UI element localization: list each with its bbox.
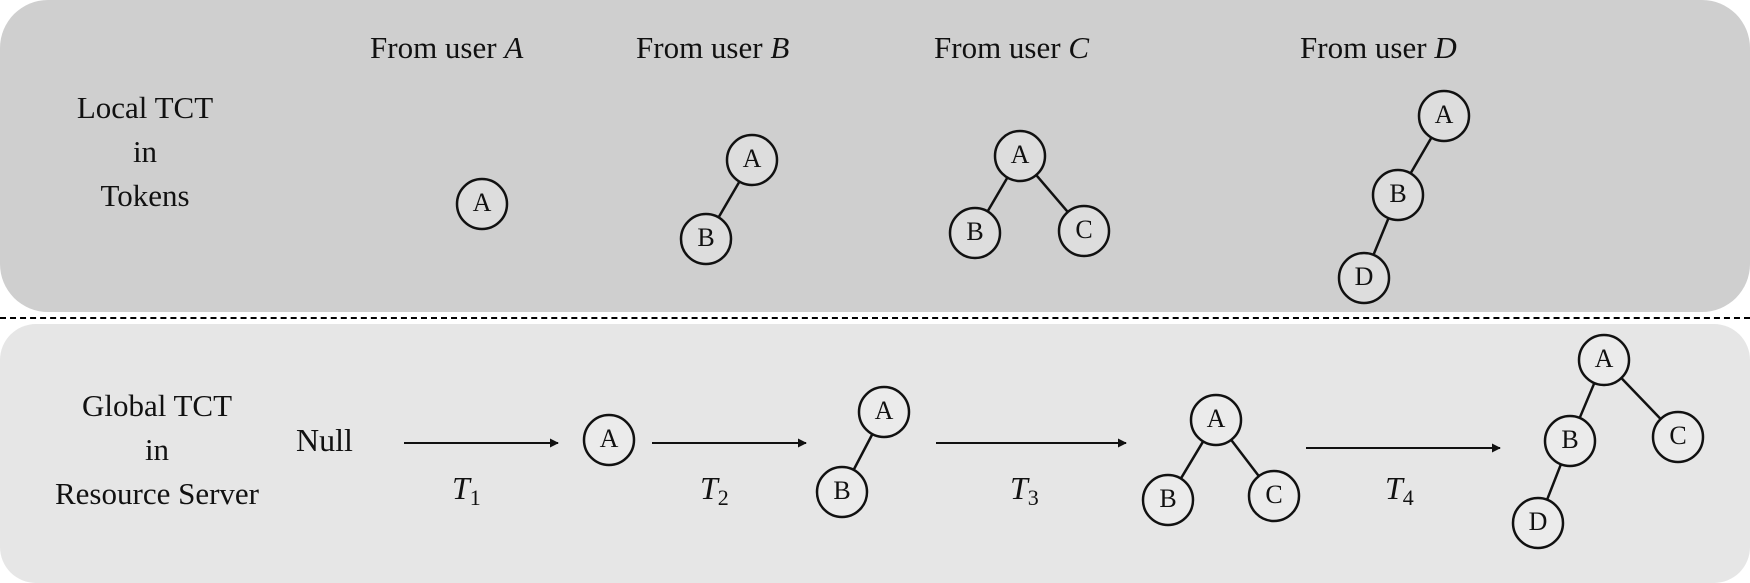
tree-edge-a-c [1035,174,1069,213]
local-row-label-line-2: in [132,134,158,169]
tree-node-b [1371,168,1425,222]
tree-node-a [1417,89,1471,143]
null-start-label: Null [296,422,353,458]
local-tree-b: AB [679,133,779,266]
tree-edge-a-b [986,176,1009,213]
transition-label-2: T2 [700,470,729,510]
tree-node-a [582,413,636,467]
tree-edge-a-c [1230,439,1260,477]
tree-edge-a-c [1620,377,1662,420]
local-tree-d: A B D [1337,89,1471,305]
dashed-divider [0,317,1750,319]
tree-edge-a-b [717,180,741,219]
global-row-label-line-1: Global TCT [81,388,233,423]
tree-node-label-d: D [1529,507,1548,536]
local-tree-a: A [455,177,509,231]
tree-node-a [1577,333,1631,387]
tree-node-label-b: B [1561,425,1578,454]
tree-node-label-a: A [743,144,762,173]
tree-node-b [1141,473,1195,527]
tree-node-label-c: C [1265,480,1282,509]
tree-node-label-a: A [1595,344,1614,373]
tree-node-label-b: B [697,223,714,252]
tree-node-label-b: B [1389,179,1406,208]
tree-node-label-d: D [1355,262,1374,291]
tree-edge-a-b [1179,440,1205,480]
global-tree-2: AB [815,385,911,519]
tree-node-b [815,465,869,519]
tree-node-d [1337,251,1391,305]
tree-edge-b-d [1545,463,1563,501]
tree-node-label-b: B [833,476,850,505]
global-tree-1: A [582,413,636,467]
column-label-user-d: From user D [1300,30,1457,65]
tree-node-label-a: A [875,396,894,425]
tree-node-label-a: A [1435,100,1454,129]
transition-label-3: T3 [1010,470,1039,510]
tree-node-b [1543,414,1597,468]
tree-node-label-c: C [1075,215,1092,244]
tree-node-b [679,212,733,266]
tree-node-b [948,206,1002,260]
column-label-user-c: From user C [934,30,1090,65]
global-row-label-line-2: in [144,432,170,467]
tree-edge-a-b [1578,382,1596,419]
global-row-label-line-3: Resource Server [55,476,259,511]
transition-label-1: T1 [452,470,481,510]
local-row-label-line-3: Tokens [100,178,190,213]
global-tree-4: A B C D [1511,333,1705,550]
local-tct-panel [0,0,1750,312]
global-tree-3: A B C [1141,393,1301,527]
tree-edge-b-d [1372,217,1390,256]
tree-node-label-a: A [473,188,492,217]
tree-node-label-b: B [966,217,983,246]
tree-node-c [1247,469,1301,523]
tree-edge-a-b [1409,136,1433,175]
tree-node-label-a: A [1011,140,1030,169]
column-label-user-a: From user A [370,30,524,65]
tree-node-c [1651,410,1705,464]
global-row-label: Global TCT in Resource Server [14,384,300,516]
tree-node-a [725,133,779,187]
tree-edge-a-b [852,433,874,471]
tree-node-label-c: C [1669,421,1686,450]
local-row-label: Local TCT in Tokens [40,86,250,218]
tree-node-label-a: A [1207,404,1226,433]
local-row-label-line-1: Local TCT [76,90,214,125]
tree-node-a [857,385,911,439]
local-tree-c: A B C [948,129,1111,260]
tree-node-c [1057,204,1111,258]
tree-node-label-b: B [1159,484,1176,513]
global-tct-panel [0,324,1750,583]
tree-node-a [455,177,509,231]
tree-node-a [1189,393,1243,447]
tree-node-a [993,129,1047,183]
tree-node-d [1511,496,1565,550]
tree-node-label-a: A [600,424,619,453]
transition-label-4: T4 [1385,470,1414,510]
column-label-user-b: From user B [636,30,790,65]
